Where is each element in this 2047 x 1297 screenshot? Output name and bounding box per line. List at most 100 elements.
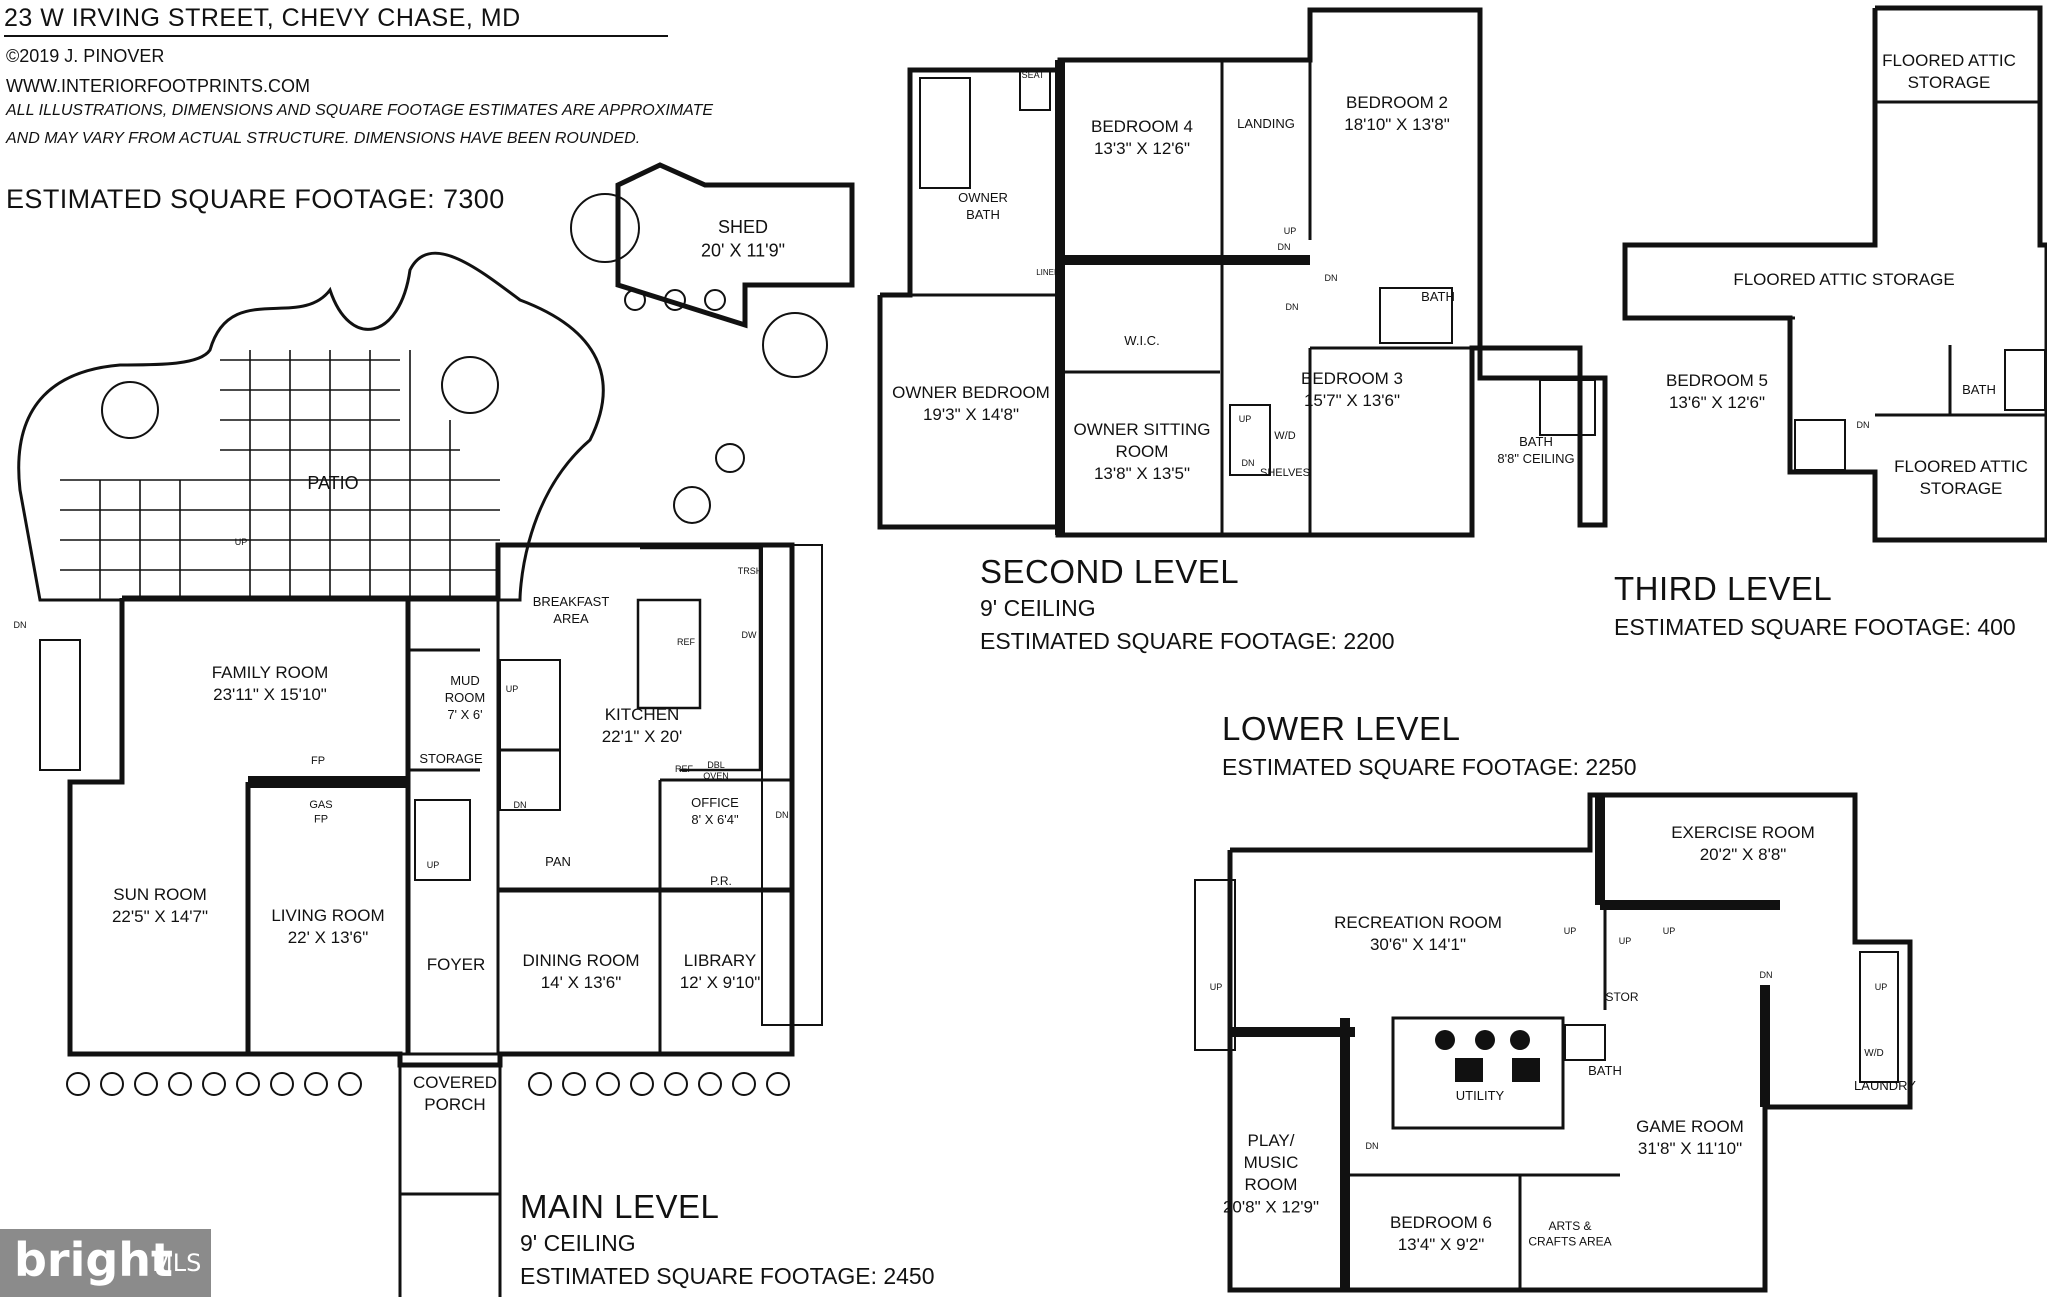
library-label: 12' X 9'10" [680, 973, 761, 992]
floored-attic-2-label: FLOORED ATTIC STORAGE [1733, 270, 1954, 289]
floored-attic-1-label: STORAGE [1908, 73, 1991, 92]
fixture-label-up: UP [1284, 226, 1297, 236]
wic-label: W.I.C. [1124, 333, 1159, 348]
bath-lower-label: BATH [1588, 1063, 1622, 1078]
breakfast-area-label: BREAKFAST [533, 594, 610, 609]
mud-room-label: MUD [450, 673, 480, 688]
office-label: OFFICE [691, 795, 739, 810]
owner-bedroom-label: OWNER BEDROOM [892, 383, 1050, 402]
fp-label: FP [311, 755, 325, 767]
fixture-label-dbl-oven: OVEN [703, 771, 729, 781]
bedroom-5-label: BEDROOM 5 [1666, 371, 1768, 390]
fixture-label-up: UP [1564, 926, 1577, 936]
third-level-caption: THIRD LEVEL ESTIMATED SQUARE FOOTAGE: 40… [1614, 570, 2016, 641]
foyer-label: FOYER [427, 955, 486, 974]
family-room-label: 23'11" X 15'10" [213, 685, 327, 704]
bedroom-3-label: BEDROOM 3 [1301, 369, 1403, 388]
bedroom-4-label: 13'3" X 12'6" [1094, 139, 1190, 158]
bedroom-5-label: 13'6" X 12'6" [1669, 393, 1765, 412]
bath-2b-label: BATH [1519, 434, 1553, 449]
living-room-label: LIVING ROOM [271, 906, 384, 925]
bedroom-2-label: 18'10" X 13'8" [1344, 115, 1450, 134]
floored-attic-3-label: FLOORED ATTIC [1894, 457, 2028, 476]
sun-room-label: SUN ROOM [113, 885, 207, 904]
total-square-footage: ESTIMATED SQUARE FOOTAGE: 7300 [6, 184, 505, 214]
fixture-label-ref: REF [675, 764, 694, 774]
arts-crafts-label: ARTS & [1548, 1219, 1591, 1233]
bath-2b-label: 8'8" CEILING [1497, 451, 1574, 466]
bedroom-3-label: 15'7" X 13'6" [1304, 391, 1400, 410]
owner-sitting-room-label: OWNER SITTING [1074, 420, 1211, 439]
lower-level-caption: LOWER LEVEL ESTIMATED SQUARE FOOTAGE: 22… [1222, 710, 1637, 781]
disclaimer-line-2: AND MAY VARY FROM ACTUAL STRUCTURE. DIME… [6, 130, 641, 147]
recreation-room-label: RECREATION ROOM [1334, 913, 1502, 932]
dining-room-label: DINING ROOM [522, 951, 639, 970]
bath-3-label: BATH [1962, 382, 1996, 397]
recreation-room-label: 30'6" X 14'1" [1370, 935, 1466, 954]
game-room-label: GAME ROOM [1636, 1117, 1744, 1136]
lower-level-title: LOWER LEVEL [1222, 710, 1461, 747]
owner-sitting-room-label: ROOM [1116, 442, 1169, 461]
fixture-label-dn: DN [1366, 1141, 1379, 1151]
watermark-suffix: MLS [152, 1249, 202, 1277]
fixture-label-up: UP [1210, 982, 1223, 992]
fixture-label-ref: REF [677, 637, 696, 647]
library-label: LIBRARY [684, 951, 756, 970]
fixture-label-trsh: TRSH [738, 566, 763, 576]
laundry-label: LAUNDRY [1854, 1078, 1916, 1093]
mud-room-label: 7' X 6' [447, 707, 482, 722]
family-room-label: FAMILY ROOM [212, 663, 329, 682]
wd-2-label: W/D [1274, 430, 1295, 442]
bedroom-2-label: BEDROOM 2 [1346, 93, 1448, 112]
patio-label: PATIO [307, 473, 358, 493]
shelves-2-label: SHELVES [1260, 467, 1310, 479]
fixture-label-dn: DN [1760, 970, 1773, 980]
main-level-ceiling: 9' CEILING [520, 1230, 636, 1256]
bath-2a-label: BATH [1421, 289, 1455, 304]
owner-bath-label: OWNER [958, 190, 1008, 205]
second-level-title: SECOND LEVEL [980, 553, 1240, 590]
third-level-sqft: ESTIMATED SQUARE FOOTAGE: 400 [1614, 614, 2016, 640]
shed-label: SHED [718, 217, 768, 237]
second-level-ceiling: 9' CEILING [980, 595, 1096, 621]
fixture-label-dbl-oven: DBL [707, 760, 725, 770]
fixture-label-dw: DW [742, 630, 757, 640]
office-label: 8' X 6'4" [691, 812, 739, 827]
lower-level-plan [1194, 792, 1913, 1293]
pan-label: PAN [545, 854, 571, 869]
property-address: 23 W IRVING STREET, CHEVY CHASE, MD [4, 4, 521, 32]
stor-label: STOR [1605, 990, 1638, 1004]
kitchen-label: 22'1" X 20' [602, 727, 683, 746]
fixture-label-up: UP [235, 537, 248, 547]
floored-attic-1-label: FLOORED ATTIC [1882, 51, 2016, 70]
floored-attic-3-label: STORAGE [1920, 479, 2003, 498]
wd-lower-label: W/D [1864, 1048, 1883, 1059]
fixture-label-dn: DN [1286, 302, 1299, 312]
bedroom-6-label: 13'4" X 9'2" [1398, 1235, 1485, 1254]
mud-room-label: ROOM [445, 690, 485, 705]
gas-fp-label: GAS [309, 799, 332, 811]
main-level-title: MAIN LEVEL [520, 1188, 720, 1225]
play-music-room-label: MUSIC [1244, 1153, 1299, 1172]
breakfast-area-label: AREA [553, 611, 589, 626]
play-music-room-label: ROOM [1245, 1175, 1298, 1194]
fixture-label-dn: DN [1278, 242, 1291, 252]
copyright-notice: ©2019 J. PINOVER [6, 46, 165, 66]
lower-level-sqft: ESTIMATED SQUARE FOOTAGE: 2250 [1222, 754, 1637, 780]
fixture-label-linen: LINEN [1036, 268, 1060, 277]
second-level-sqft: ESTIMATED SQUARE FOOTAGE: 2200 [980, 628, 1395, 654]
fixture-label-dn: DN [14, 620, 27, 630]
exercise-room-label: EXERCISE ROOM [1671, 823, 1815, 842]
landing-label: LANDING [1237, 116, 1295, 131]
watermark-brand: bright [14, 1233, 174, 1287]
fixture-label-up: UP [1619, 936, 1632, 946]
fixture-label-dn: DN [1325, 273, 1338, 283]
third-level-title: THIRD LEVEL [1614, 570, 1833, 607]
powder-room-label: P.R. [710, 874, 732, 888]
owner-sitting-room-label: 13'8" X 13'5" [1094, 464, 1190, 483]
main-level-plan [17, 162, 855, 1297]
fixture-label-up: UP [1239, 414, 1252, 424]
game-room-label: 31'8" X 11'10" [1638, 1139, 1742, 1158]
